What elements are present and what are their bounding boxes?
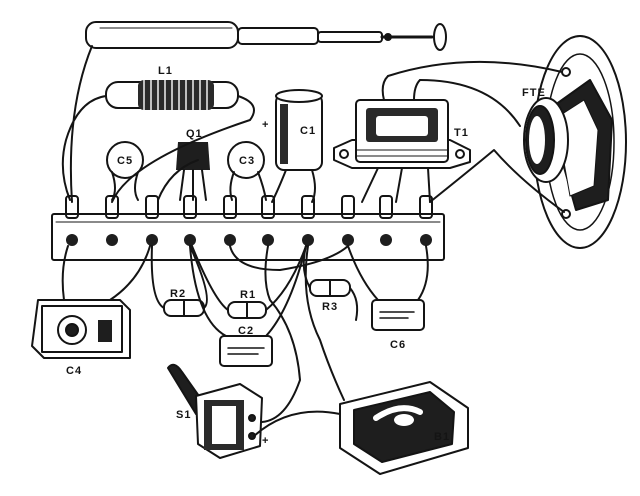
- label-t1: T1: [454, 127, 469, 139]
- label-plus-c1: +: [262, 119, 269, 131]
- antenna-wire: [69, 45, 93, 203]
- resistor-r2: [150, 245, 208, 317]
- variable-capacitor-c4: [31, 245, 151, 359]
- capacitor-c6: [347, 245, 429, 331]
- coil-wire-1: [61, 95, 107, 201]
- toggle-switch-icon: [167, 363, 263, 459]
- label-c2: C2: [238, 325, 254, 337]
- label-c4: C4: [66, 365, 82, 377]
- telescopic-antenna-icon: [85, 21, 447, 51]
- capacitor-c3: [227, 141, 267, 201]
- terminal-lugs: [65, 195, 433, 219]
- label-plus-battery: +: [262, 435, 269, 447]
- transistor-q1: [176, 142, 210, 201]
- speaker-wires: [387, 60, 565, 213]
- terminal-strip: [51, 195, 445, 261]
- loudspeaker-icon: [523, 35, 627, 249]
- resistor-r1: [191, 245, 307, 319]
- label-r2: R2: [170, 288, 186, 300]
- label-speaker: FTE: [522, 87, 546, 99]
- label-r1: R1: [240, 289, 256, 301]
- label-r3: R3: [322, 301, 338, 313]
- label-l1: L1: [158, 65, 173, 77]
- coil-wire-3: [157, 159, 199, 201]
- label-c3: C3: [239, 155, 255, 167]
- capacitor-c1: [271, 89, 323, 203]
- label-b1: B1: [434, 431, 450, 443]
- capacitor-c5: [106, 141, 144, 201]
- capacitor-c2: [189, 245, 307, 367]
- label-c6: C6: [390, 339, 406, 351]
- strip-wires: [229, 245, 349, 423]
- label-s1: S1: [176, 409, 191, 421]
- battery-icon: [339, 381, 469, 475]
- terminal-rivets: [66, 234, 432, 246]
- label-c5: C5: [117, 155, 133, 167]
- transformer-t1: [333, 75, 471, 203]
- label-c1: C1: [300, 125, 316, 137]
- coil-wire-2: [111, 95, 255, 203]
- antenna-coil-l1: [105, 80, 239, 110]
- resistor-r3: [302, 245, 359, 321]
- battery-wire: [253, 410, 341, 437]
- label-q1: Q1: [186, 128, 203, 140]
